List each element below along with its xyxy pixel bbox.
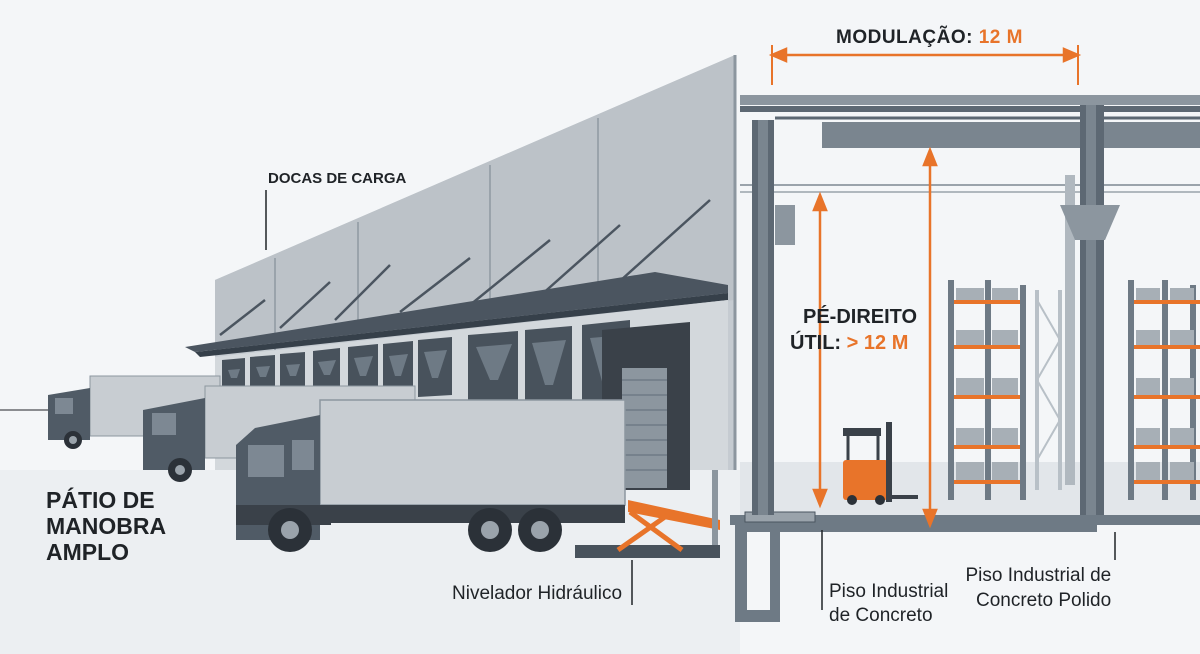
pallet-racking	[948, 280, 1200, 500]
roof-structure	[740, 95, 1200, 193]
hydraulic-leveler	[575, 470, 720, 558]
foundation	[735, 511, 1097, 622]
height-dimension	[812, 146, 938, 529]
modulation-value: 12 M	[978, 27, 1023, 48]
clear-height-label-line2: ÚTIL: > 12 M	[790, 332, 908, 355]
clear-height-prefix: ÚTIL:	[790, 332, 842, 354]
forklift	[843, 422, 918, 505]
polished-floor-label: Piso Industrial de Concreto Polido	[964, 563, 1111, 613]
maneuver-yard-label: PÁTIO DE MANOBRA AMPLO	[46, 487, 166, 565]
maneuver-yard-line1: PÁTIO DE	[46, 487, 155, 513]
maneuver-yard-line2: MANOBRA	[46, 513, 167, 539]
loading-docks-label: DOCAS DE CARGA	[268, 170, 407, 187]
concrete-floor-line2: de Concreto	[829, 605, 933, 626]
modulation-prefix: MODULAÇÃO:	[836, 27, 973, 48]
clear-height-label-line1: PÉ-DIREITO	[803, 306, 918, 328]
clear-height-value: > 12 M	[846, 332, 909, 354]
maneuver-yard-line3: AMPLO	[46, 539, 130, 565]
steel-columns	[752, 105, 1120, 515]
truck-front	[236, 399, 626, 552]
polished-floor-line1: Piso Industrial de	[965, 565, 1112, 586]
hydraulic-leveler-label: Nivelador Hidráulico	[452, 583, 623, 604]
warehouse-wall	[185, 55, 737, 490]
concrete-floor-line1: Piso Industrial	[829, 581, 949, 602]
modulation-dimension	[768, 45, 1082, 85]
concrete-floor-label: Piso Industrial de Concreto	[829, 580, 948, 628]
modulation-label: MODULAÇÃO: 12 M	[836, 27, 1023, 49]
polished-floor-line2: Concreto Polido	[976, 590, 1112, 611]
